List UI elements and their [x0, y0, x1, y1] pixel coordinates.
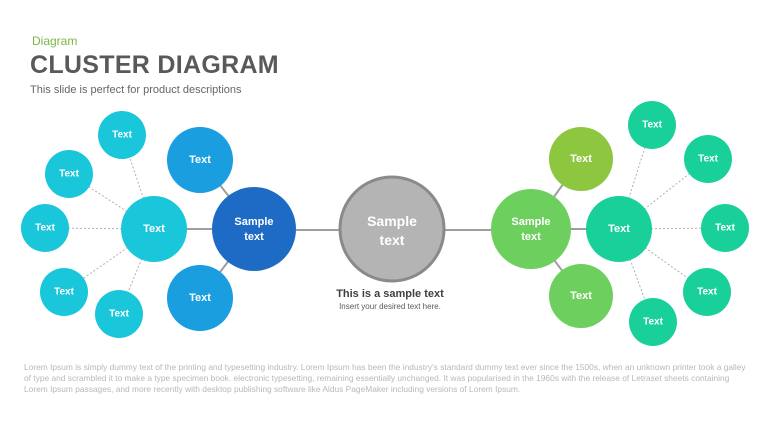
right-bottom-node: Text: [549, 264, 613, 328]
left-bottom-label: Text: [189, 292, 211, 304]
right-top-circle: [549, 127, 613, 191]
right-top-node: Text: [549, 127, 613, 191]
caption-sub: Insert your desired text here.: [339, 302, 441, 311]
left-hub-circle: [212, 187, 296, 271]
right-leaf-circle: [628, 101, 676, 149]
right-leaf-label: Text: [697, 287, 717, 298]
left-leaf-label: Text: [35, 223, 55, 234]
left-leaf-label: Text: [109, 309, 129, 320]
right-leaf-node: Text: [684, 135, 732, 183]
right-leaf-circle: [684, 135, 732, 183]
caption-main: This is a sample text: [336, 288, 444, 300]
left-leaf-circle: [95, 290, 143, 338]
right-leaf-label: Text: [715, 223, 735, 234]
dotted-connector: [618, 158, 709, 230]
left-center-label: Text: [143, 223, 165, 235]
slide-kicker: Diagram: [32, 34, 78, 48]
body-paragraph: Lorem Ipsum is simply dummy text of the …: [24, 362, 746, 394]
left-center-circle: [121, 196, 187, 262]
right-leaf-circle: [701, 204, 749, 252]
center-node-label-1: Sample: [367, 213, 417, 229]
left-top-circle: [167, 127, 233, 193]
right-bottom-circle: [549, 264, 613, 328]
right-center-label: Text: [608, 223, 630, 235]
left-leaf-node: Text: [95, 290, 143, 338]
right-hub-circle: [491, 189, 571, 269]
center-node-label-2: text: [380, 232, 405, 248]
left-leaf-label: Text: [54, 287, 74, 298]
page-title: CLUSTER DIAGRAM: [30, 51, 279, 79]
left-leaf-label: Text: [112, 130, 132, 141]
left-leaf-circle: [98, 111, 146, 159]
left-top-label: Text: [189, 154, 211, 166]
right-leaf-label: Text: [642, 120, 662, 131]
left-hub-label-2: text: [244, 231, 264, 243]
center-node-circle: [338, 175, 446, 283]
left-leaf-circle: [40, 268, 88, 316]
right-leaf-node: Text: [629, 298, 677, 346]
right-top-label: Text: [570, 153, 592, 165]
center-node: Sample text: [338, 175, 446, 283]
left-leaf-node: Text: [40, 268, 88, 316]
right-hub-node: Sample text: [491, 189, 571, 269]
left-leaf-label: Text: [59, 169, 79, 180]
right-hub-label-2: text: [521, 231, 541, 243]
right-leaf-circle: [629, 298, 677, 346]
left-leaf-circle: [45, 150, 93, 198]
page-subtitle: This slide is perfect for product descri…: [30, 84, 242, 96]
left-leaf-node: Text: [21, 204, 69, 252]
right-center-circle: [586, 196, 652, 262]
left-hub-node: Sample text: [212, 187, 296, 271]
left-top-node: Text: [167, 127, 233, 193]
right-leaf-label: Text: [643, 317, 663, 328]
right-leaf-node: Text: [701, 204, 749, 252]
right-bottom-label: Text: [570, 290, 592, 302]
left-leaf-circle: [21, 204, 69, 252]
left-bottom-circle: [167, 265, 233, 331]
right-leaf-circle: [683, 268, 731, 316]
left-bottom-node: Text: [167, 265, 233, 331]
left-leaf-node: Text: [45, 150, 93, 198]
left-hub-label-1: Sample: [234, 216, 273, 228]
left-center-node: Text: [121, 196, 187, 262]
right-leaf-label: Text: [698, 154, 718, 165]
right-leaf-node: Text: [683, 268, 731, 316]
left-leaf-node: Text: [98, 111, 146, 159]
right-center-node: Text: [586, 196, 652, 262]
right-hub-label-1: Sample: [511, 216, 550, 228]
right-leaf-node: Text: [628, 101, 676, 149]
